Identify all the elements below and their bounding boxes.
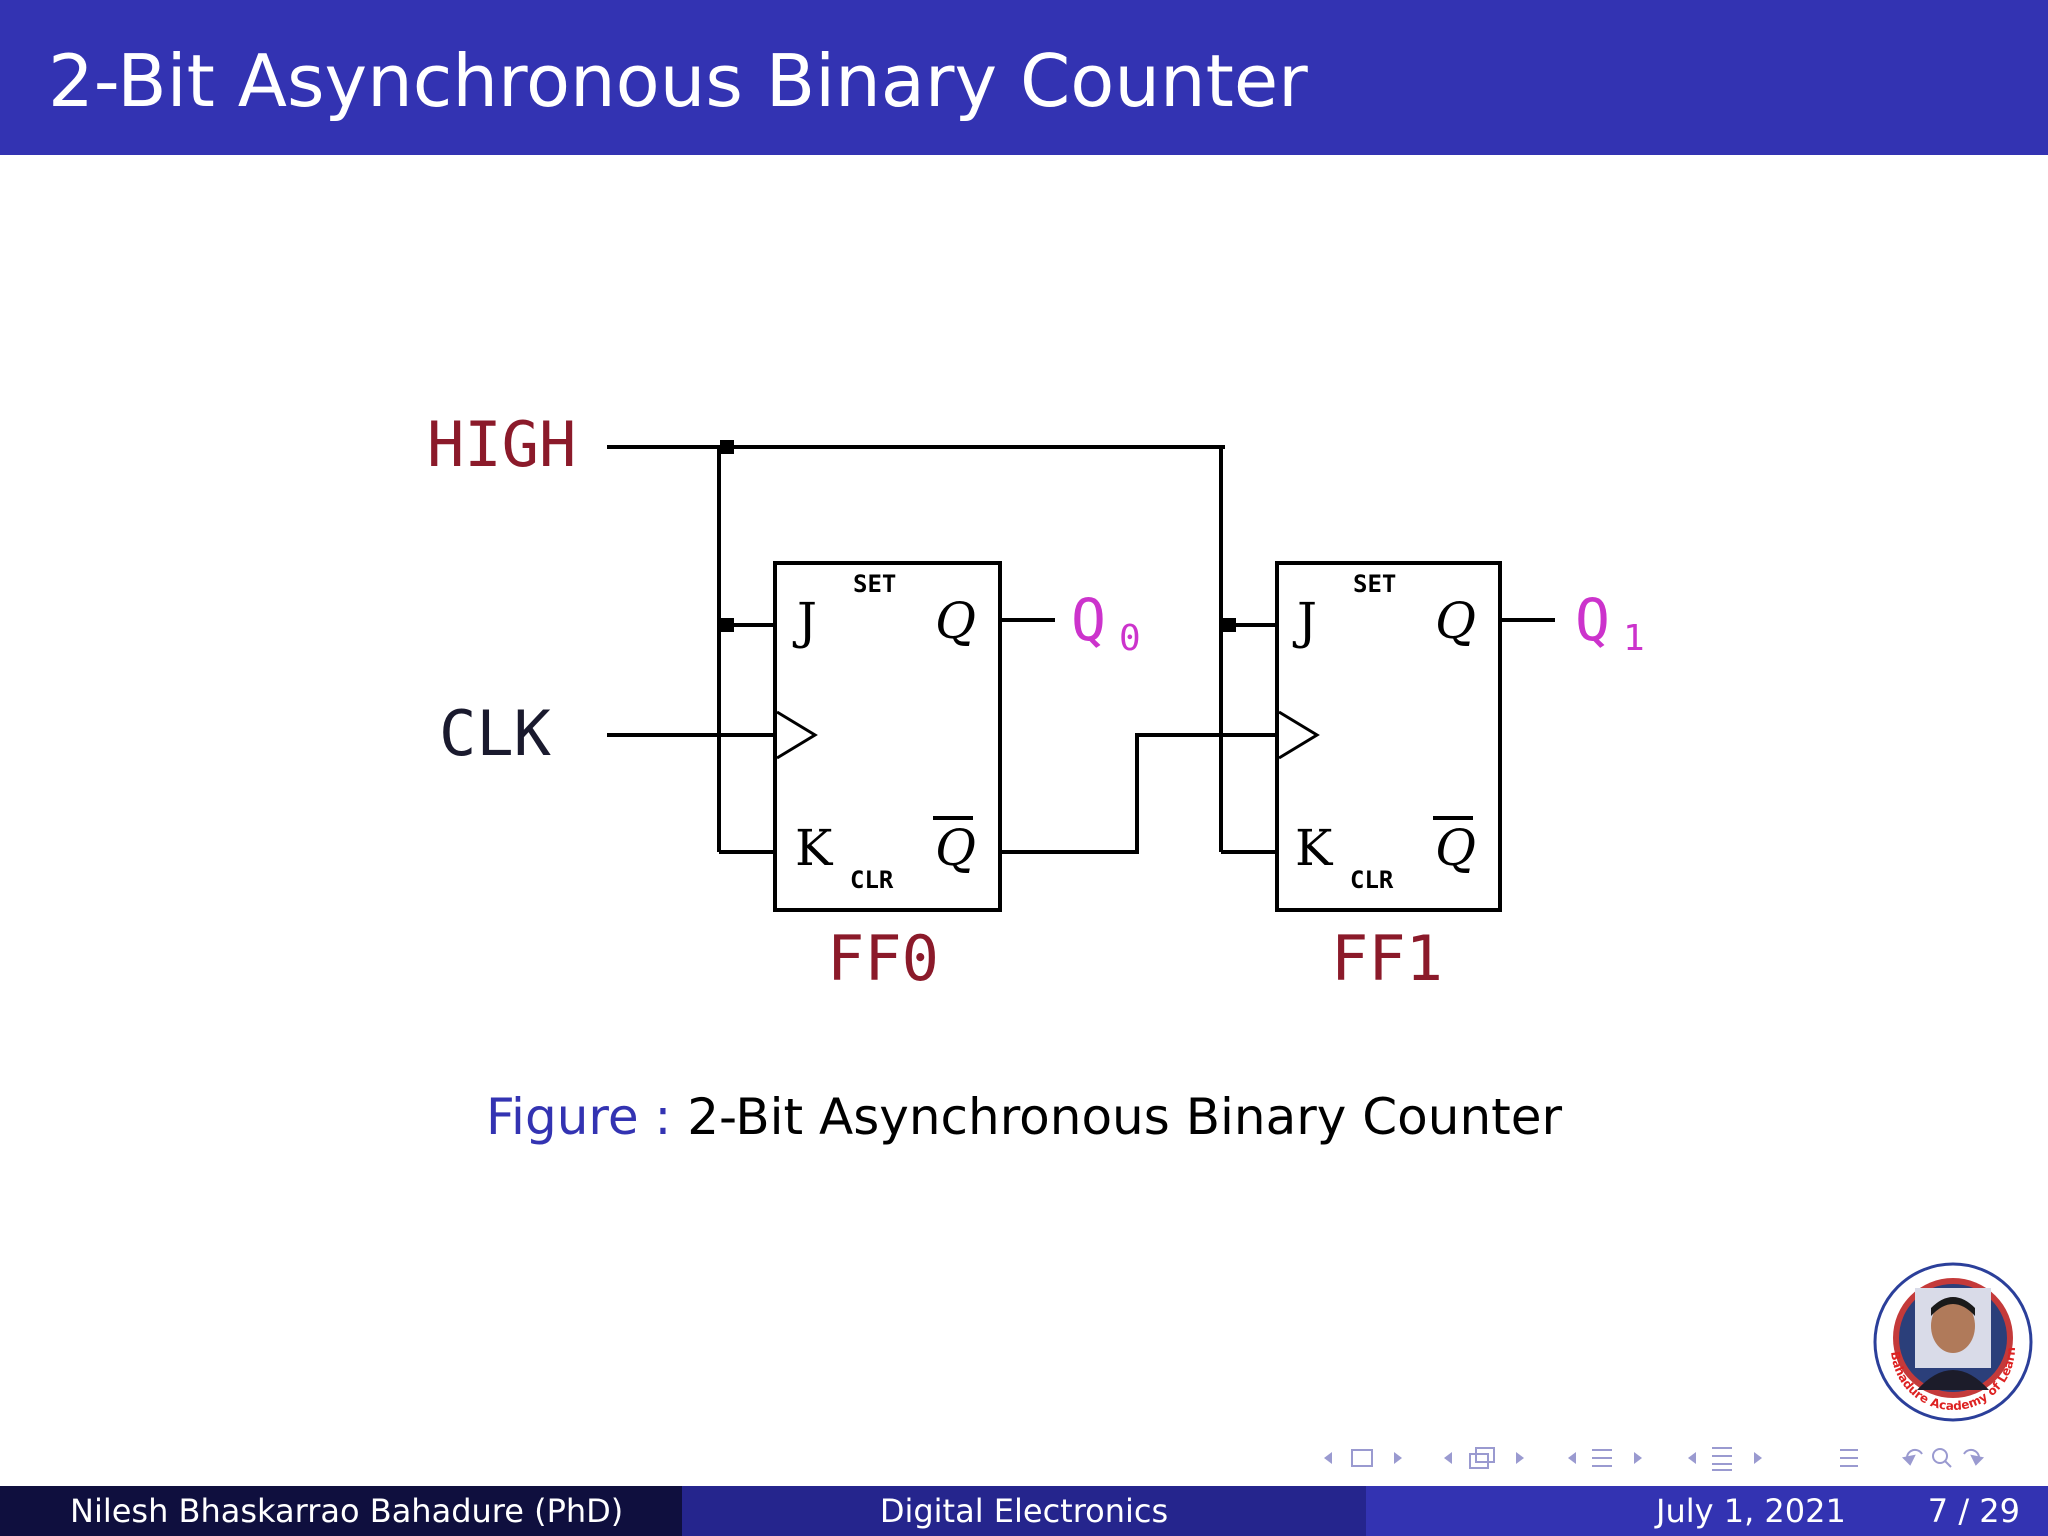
- presenter-logo: Bahadure Academy of Learning: [1873, 1262, 2033, 1422]
- footer: Nilesh Bhaskarrao Bahadure (PhD) Digital…: [0, 1486, 2048, 1536]
- q1-output-subscript: 1: [1623, 618, 1645, 659]
- ff1-j-label: J: [1292, 592, 1317, 650]
- ff0-qbar-label: Q: [935, 819, 976, 877]
- flipflop-ff1: J K Q Q SET CLR: [1275, 561, 1502, 912]
- ff0-j-label: J: [792, 592, 817, 650]
- footer-date: July 1, 2021: [1656, 1492, 1846, 1530]
- figure-caption-text: 2-Bit Asynchronous Binary Counter: [687, 1088, 1563, 1146]
- navigation-symbols[interactable]: [1310, 1440, 2030, 1476]
- footer-author-panel: Nilesh Bhaskarrao Bahadure (PhD): [0, 1486, 682, 1536]
- figure-caption: Figure : 2-Bit Asynchronous Binary Count…: [0, 1088, 2048, 1146]
- nav-subsubsection-icon: [1688, 1447, 1762, 1471]
- face-shape: [1931, 1299, 1975, 1353]
- footer-course: Digital Electronics: [682, 1486, 1366, 1536]
- ff0-name-label: FF0: [827, 922, 939, 995]
- q0-output-subscript: 0: [1119, 618, 1141, 659]
- junction-dot: [1222, 618, 1236, 632]
- counter-circuit-diagram: J K Q Q SET CLR J K Q Q SET CLR HIGH CLK…: [427, 408, 1645, 995]
- nav-subsection-icon: [1444, 1447, 1524, 1469]
- high-label: HIGH: [427, 408, 576, 481]
- q1-output-label: Q: [1575, 586, 1610, 654]
- title-bar: 2-Bit Asynchronous Binary Counter: [0, 0, 2048, 155]
- ff1-q-label: Q: [1435, 592, 1476, 650]
- figure-caption-label: Figure :: [485, 1088, 672, 1146]
- footer-author: Nilesh Bhaskarrao Bahadure (PhD): [70, 1492, 624, 1530]
- nav-forward-icon: [1963, 1448, 1985, 1466]
- ff1-k-label: K: [1295, 819, 1334, 877]
- ff1-set-label: SET: [1353, 570, 1396, 598]
- slide-title: 2-Bit Asynchronous Binary Counter: [48, 39, 1308, 123]
- ff0-clr-label: CLR: [850, 866, 894, 894]
- flipflop-ff0: J K Q Q SET CLR: [773, 561, 1002, 912]
- qbar0-to-clk1-wire: [1000, 733, 1277, 854]
- footer-date-panel: July 1, 2021 7 / 29: [1366, 1486, 2048, 1536]
- ff1-clr-label: CLR: [1350, 866, 1394, 894]
- junctions: [720, 440, 1236, 632]
- junction-dot: [720, 618, 734, 632]
- junction-dot: [720, 440, 734, 454]
- clk-label: CLK: [439, 697, 552, 770]
- nav-search-icon: [1932, 1448, 1952, 1468]
- q0-output-label: Q: [1071, 586, 1106, 654]
- nav-align-icon: [1840, 1449, 1858, 1467]
- ff0-k-label: K: [795, 819, 834, 877]
- wires: [607, 445, 1555, 854]
- nav-back-icon: [1901, 1448, 1923, 1466]
- ff1-clock-triangle: [1278, 710, 1320, 760]
- nav-frame-icon: [1324, 1449, 1402, 1467]
- footer-page-number: 7 / 29: [1927, 1492, 2020, 1530]
- nav-section-icon: [1568, 1449, 1642, 1467]
- ff0-set-label: SET: [853, 570, 896, 598]
- ff0-clock-triangle: [776, 710, 818, 760]
- ff0-q-label: Q: [935, 592, 976, 650]
- ff1-name-label: FF1: [1331, 922, 1443, 995]
- ff1-qbar-label: Q: [1435, 819, 1476, 877]
